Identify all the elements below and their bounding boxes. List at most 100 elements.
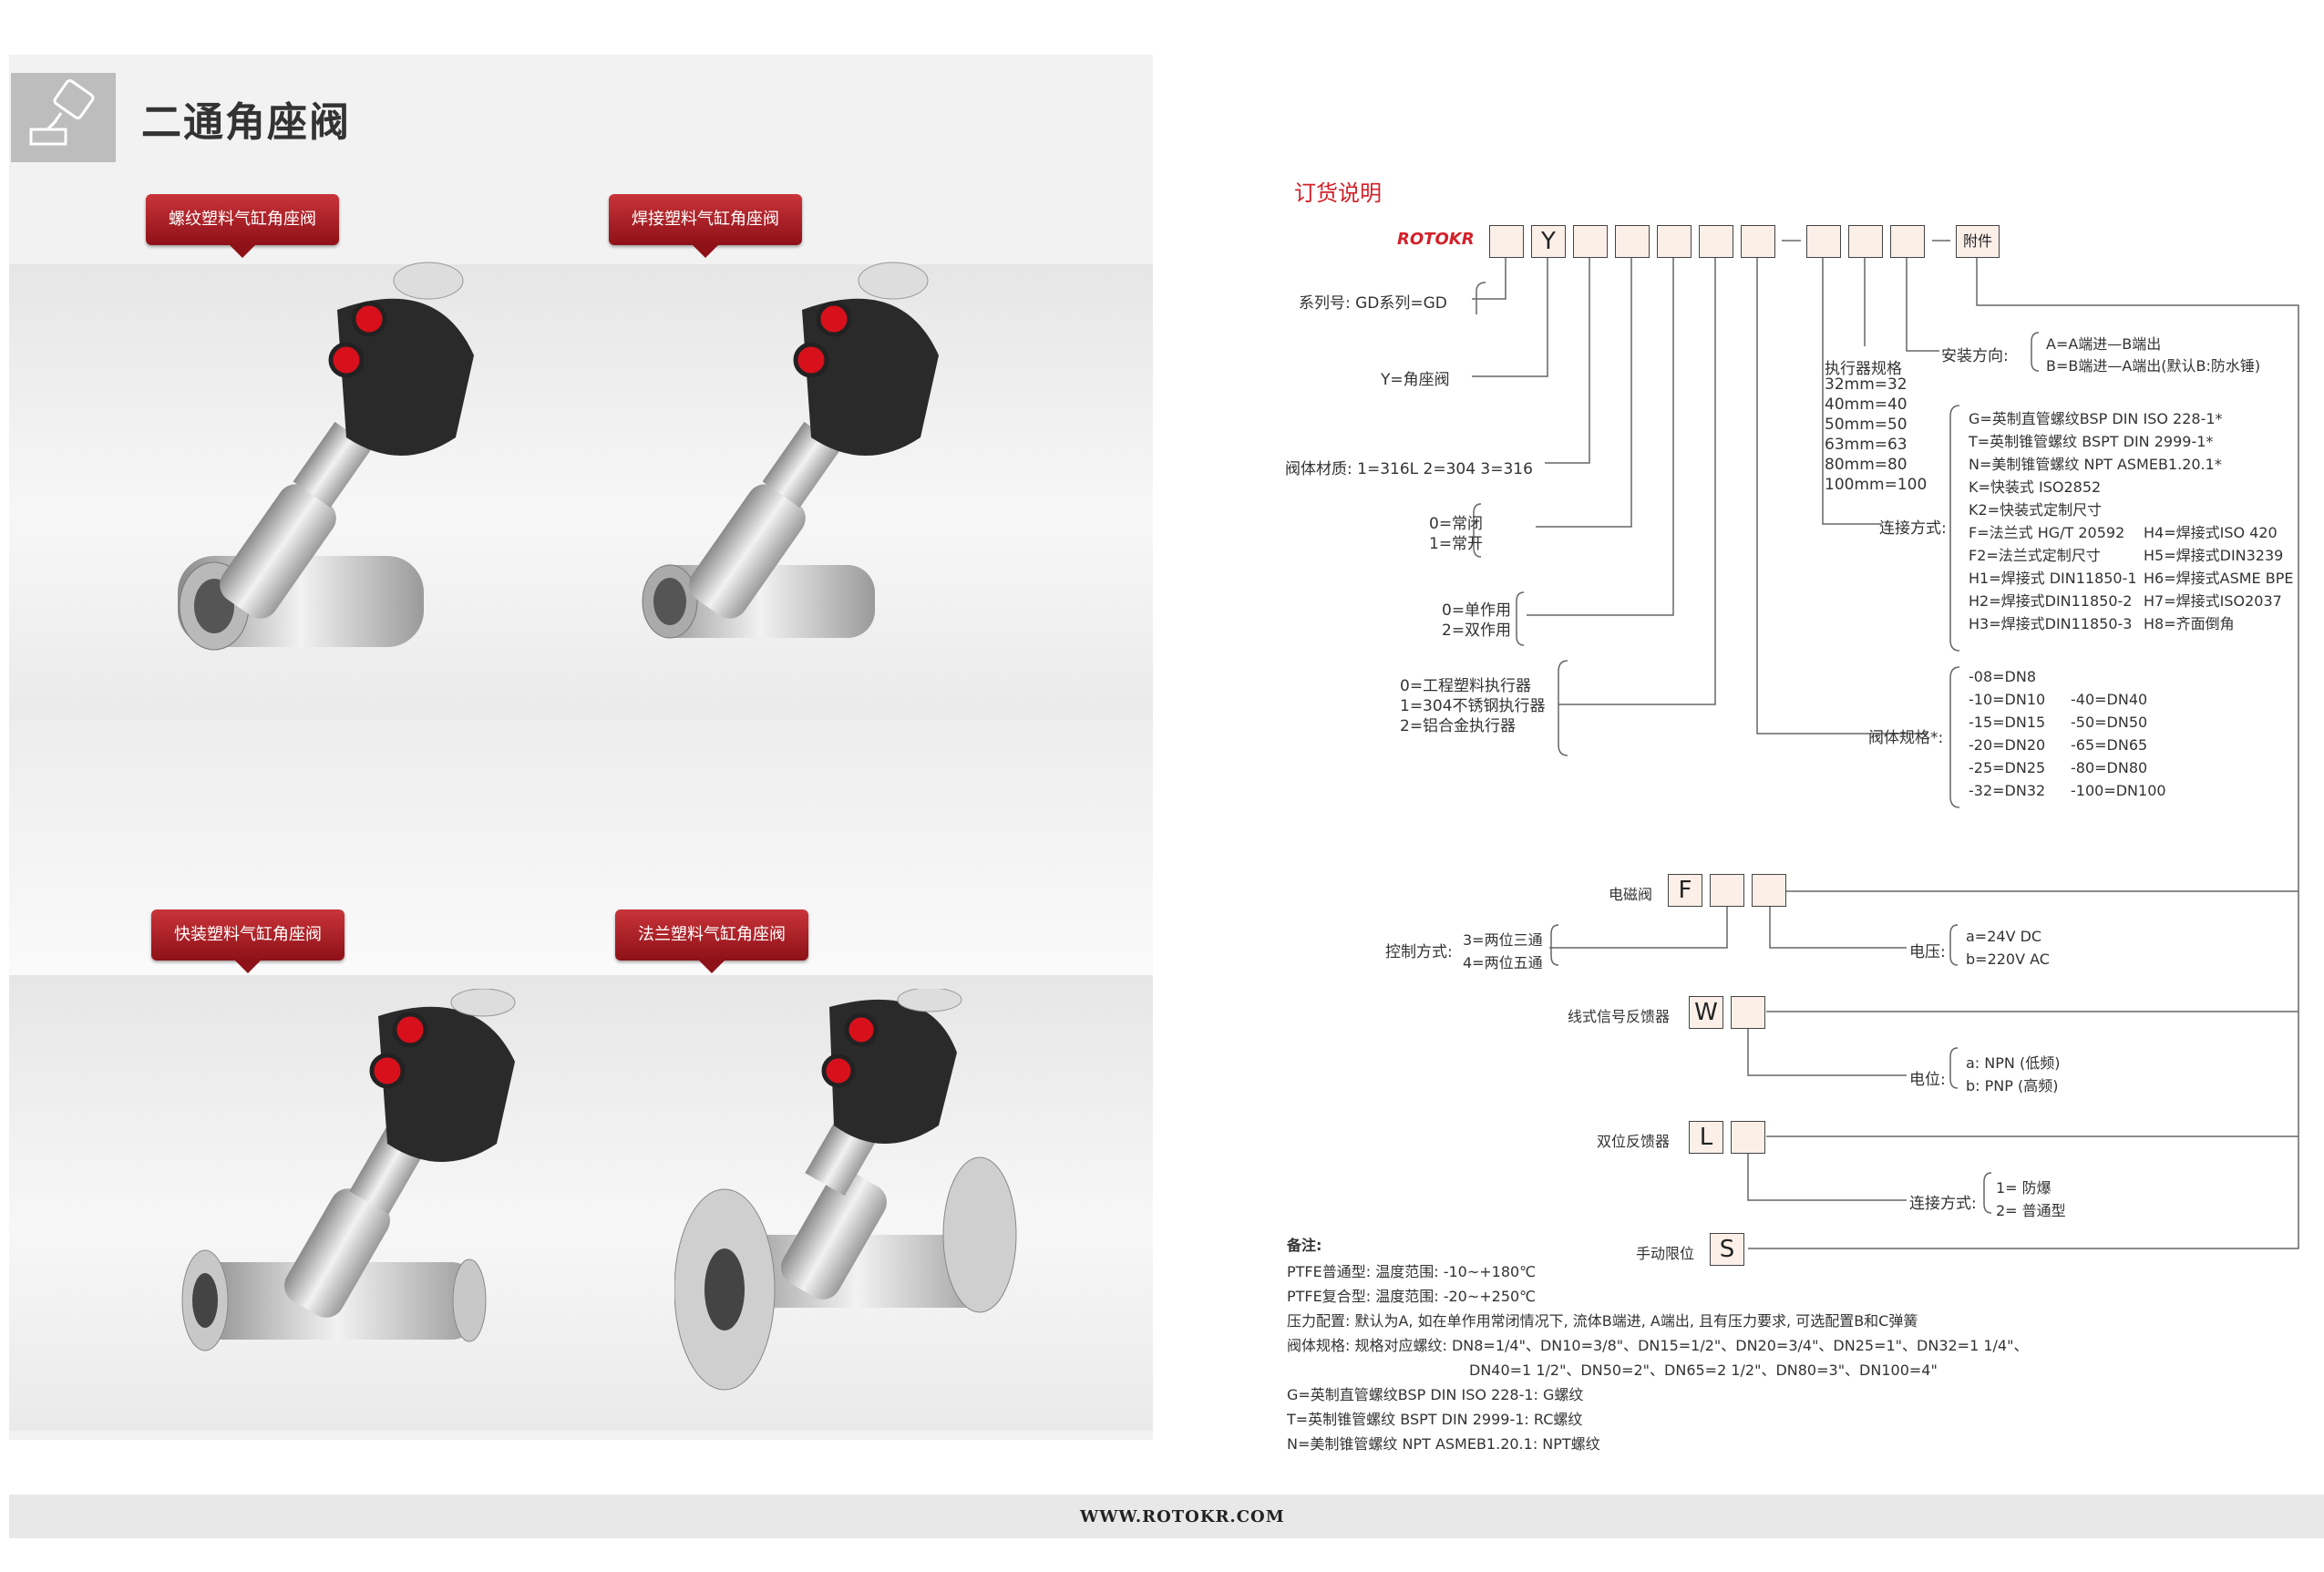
connection-left-7: H1=焊接式 DIN11850-1 — [1969, 570, 2137, 587]
normal-state-option-0: 0=常闭 — [1429, 515, 1484, 533]
body-size-right-2: -65=DN65 — [2071, 736, 2148, 754]
connection-right-0: H4=焊接式ISO 420 — [2144, 524, 2278, 541]
connection-right-2: H6=焊接式ASME BPE — [2144, 570, 2294, 587]
dual-code-box: L — [1689, 1121, 1723, 1154]
product-label-welded: 焊接塑料气缸角座阀 — [609, 194, 802, 258]
voltage-option-1: b=220V AC — [1966, 950, 2050, 968]
connection-left-3: K=快装式 ISO2852 — [1969, 478, 2102, 496]
notes-title: 备注: — [1287, 1237, 1322, 1254]
connection-left-2: N=美制锥管螺纹 NPT ASMEB1.20.1* — [1969, 456, 2222, 473]
actuator-material-1: 1=304不锈钢执行器 — [1400, 697, 1546, 715]
body-size-left-1: -10=DN10 — [1969, 691, 2046, 708]
page-title: 二通角座阀 — [141, 99, 351, 146]
connection-left-4: K2=快装式定制尺寸 — [1969, 501, 2103, 519]
install-direction-1: B=B端进—A端出(默认B:防水锤) — [2046, 357, 2261, 375]
action-option-0: 0=单作用 — [1442, 601, 1512, 620]
code-box-action — [1657, 225, 1692, 258]
note-line-7: N=美制锥管螺纹 NPT ASMEB1.20.1: NPT螺纹 — [1287, 1435, 1600, 1453]
action-option-1: 2=双作用 — [1442, 622, 1512, 640]
note-line-0: PTFE普通型: 温度范围: -10~+180℃ — [1287, 1263, 1537, 1280]
valve-category-icon — [11, 73, 116, 162]
control-label: 控制方式: — [1385, 943, 1453, 961]
brand-logo: ROTOKR — [1397, 230, 1475, 249]
body-size-right-3: -80=DN80 — [2071, 759, 2148, 776]
note-line-6: T=英制锥管螺纹 BSPT DIN 2999-1: RC螺纹 — [1287, 1411, 1583, 1428]
actuator-size-0: 32mm=32 — [1825, 375, 1908, 394]
code-box-connection — [1806, 225, 1841, 258]
note-line-5: G=英制直管螺纹BSP DIN ISO 228-1: G螺纹 — [1287, 1386, 1584, 1403]
footer-url[interactable]: WWW.ROTOKR.COM — [1080, 1507, 1285, 1526]
code-box-series — [1489, 225, 1524, 258]
potential-option-1: b: PNP (高频) — [1966, 1077, 2059, 1094]
footer-bar — [9, 1495, 2324, 1538]
threaded-valve-image — [178, 262, 474, 651]
connection-left-9: H3=焊接式DIN11850-3 — [1969, 615, 2133, 632]
flanged-valve-image — [674, 989, 1017, 1391]
connection-right-1: H5=焊接式DIN3239 — [2144, 547, 2284, 564]
install-direction-0: A=A端进—B端出 — [2046, 335, 2162, 353]
code-box-accessory: 附件 — [1956, 225, 2000, 258]
type-option: Y=角座阀 — [1381, 371, 1450, 389]
solenoid-label: 电磁阀 — [1609, 886, 1653, 903]
voltage-option-0: a=24V DC — [1966, 928, 2042, 945]
dual-conn-label: 连接方式: — [1909, 1195, 1977, 1213]
code-box-material — [1573, 225, 1608, 258]
body-size-label: 阀体规格*: — [1868, 729, 1944, 747]
connection-left-0: G=英制直管螺纹BSP DIN ISO 228-1* — [1969, 410, 2223, 427]
control-option-0: 3=两位三通 — [1463, 931, 1543, 949]
connection-label: 连接方式: — [1879, 519, 1947, 538]
connection-left-6: F2=法兰式定制尺寸 — [1969, 547, 2101, 564]
body-size-right-4: -100=DN100 — [2071, 782, 2166, 799]
note-line-3: 阀体规格: 规格对应螺纹: DN8=1/4"、DN10=3/8"、DN15=1/… — [1287, 1337, 2029, 1354]
note-line-1: PTFE复合型: 温度范围: -20~+250℃ — [1287, 1288, 1537, 1305]
material-option: 阀体材质: 1=316L 2=304 3=316 — [1285, 460, 1533, 478]
body-size-left-2: -15=DN15 — [1969, 714, 2046, 731]
code-box-direction — [1890, 225, 1925, 258]
connection-right-3: H7=焊接式ISO2037 — [2144, 592, 2282, 610]
actuator-size-title: 执行器规格 — [1825, 360, 1902, 378]
manual-limit-label: 手动限位 — [1636, 1245, 1695, 1262]
voltage-label: 电压: — [1909, 943, 1946, 961]
actuator-size-5: 100mm=100 — [1825, 476, 1928, 494]
body-size-left-4: -25=DN25 — [1969, 759, 2046, 776]
connection-right-4: H8=齐面倒角 — [2144, 615, 2235, 632]
body-size-left-3: -20=DN20 — [1969, 736, 2046, 754]
note-line-4: DN40=1 1/2"、DN50=2"、DN65=2 1/2"、DN80=3"、… — [1469, 1361, 1938, 1379]
potential-label: 电位: — [1909, 1071, 1946, 1089]
potential-code-box — [1731, 996, 1765, 1029]
product-label-clamp: 快装塑料气缸角座阀 — [151, 909, 344, 973]
body-size-right-1: -50=DN50 — [2071, 714, 2148, 731]
linear-feedback-label: 线式信号反馈器 — [1568, 1008, 1671, 1025]
control-option-1: 4=两位五通 — [1463, 954, 1543, 971]
code-box-actuator-size — [1848, 225, 1883, 258]
series-option: 系列号: GD系列=GD — [1299, 294, 1447, 313]
actuator-size-4: 80mm=80 — [1825, 456, 1908, 474]
connection-left-5: F=法兰式 HG/T 20592 — [1969, 524, 2125, 541]
actuator-size-1: 40mm=40 — [1825, 396, 1908, 414]
connection-left-8: H2=焊接式DIN11850-2 — [1969, 592, 2133, 610]
note-line-2: 压力配置: 默认为A, 如在单作用常闭情况下, 流体B端进, A端出, 且有压力… — [1287, 1312, 1918, 1330]
clamp-valve-image — [181, 989, 516, 1351]
manual-code-box: S — [1710, 1233, 1744, 1266]
code-box-normal-state — [1615, 225, 1650, 258]
install-direction-label: 安装方向: — [1941, 347, 2009, 365]
dual-conn-code-box — [1731, 1121, 1765, 1154]
body-size-left-0: -08=DN8 — [1969, 668, 2037, 685]
actuator-material-2: 2=铝合金执行器 — [1400, 717, 1517, 735]
dual-conn-option-0: 1= 防爆 — [1996, 1179, 2051, 1197]
code-box-body-size — [1741, 225, 1775, 258]
actuator-material-0: 0=工程塑料执行器 — [1400, 677, 1532, 695]
product-label-flanged: 法兰塑料气缸角座阀 — [615, 909, 808, 973]
solenoid-code-box: F — [1668, 874, 1702, 907]
connection-left-1: T=英制锥管螺纹 BSPT DIN 2999-1* — [1969, 433, 2214, 450]
code-box-type: Y — [1531, 225, 1566, 258]
normal-state-option-1: 1=常开 — [1429, 535, 1484, 553]
dual-conn-option-1: 2= 普通型 — [1996, 1202, 2066, 1219]
control-code-box — [1710, 874, 1744, 907]
welded-valve-image — [642, 262, 939, 639]
order-heading: 订货说明 — [1294, 180, 1382, 206]
potential-option-0: a: NPN (低频) — [1966, 1054, 2061, 1072]
actuator-size-2: 50mm=50 — [1825, 416, 1908, 434]
voltage-code-box — [1752, 874, 1786, 907]
